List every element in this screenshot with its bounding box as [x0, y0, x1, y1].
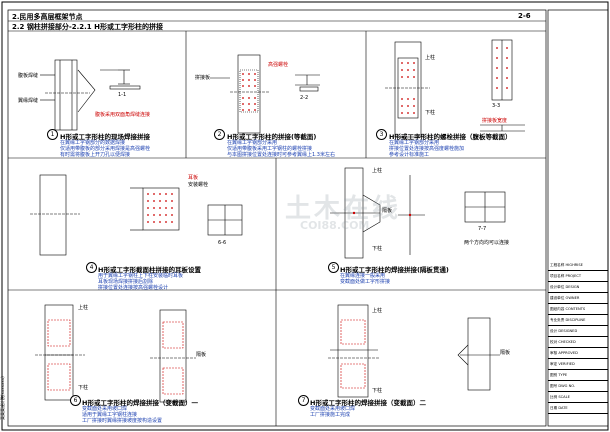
- panel-2-label-2: 拼接板: [195, 75, 211, 81]
- panel-1-label-4: 1-1: [118, 92, 127, 98]
- panel-6-note-3: 工厂拼接时翼缘拼接坡度按构造设置: [82, 418, 163, 424]
- panel-1-label-3: 腹板采用双面角焊缝连接: [95, 112, 151, 118]
- panel-5-label-5: 两个方向均可以连接: [464, 240, 510, 246]
- panel-5-label-4: 7-7: [478, 226, 487, 232]
- panel-1-note-3: 有时需将腹板上开刀孔以便焊接: [60, 152, 131, 158]
- panel-4-note-3: 拼接位置处连接按高强螺栓设计: [98, 285, 169, 291]
- panel-5-number: 5: [328, 262, 339, 273]
- title-block-row: 设计单位 DESIGN: [548, 282, 608, 293]
- title-block-row: 工程名称 HIGHRISE: [548, 260, 608, 271]
- title-block-row: 日期 DATE: [548, 403, 608, 414]
- panel-7-label-3: 隔板: [500, 350, 511, 356]
- panel-4-label-3: 6-6: [218, 240, 227, 246]
- panel-3-label-4: 拼接板宽度: [482, 118, 508, 124]
- panel-1-note-2: 仅适用带腹板的部分采用焊接是高强螺栓: [60, 146, 151, 152]
- title-block-row: 审定 VERIFIED: [548, 359, 608, 370]
- panel-6-label-3: 隔板: [196, 352, 207, 358]
- panel-2-note-1: 在翼缘工字钢部分采用: [227, 140, 278, 146]
- title-block-row: 图号 DWG NO.: [548, 381, 608, 392]
- panel-1-label-1: 腹板焊缝: [18, 73, 39, 79]
- panel-3-label-1: 上柱: [425, 55, 436, 61]
- panel-5-label-3: 隔板: [382, 208, 393, 214]
- panel-3-number: 3: [376, 129, 387, 140]
- title-block-row: 专业负责 DISCIPLINE: [548, 315, 608, 326]
- panel-3-note-3: 参考设计标准施工: [389, 152, 430, 158]
- panel-6-label-2: 下柱: [78, 385, 89, 391]
- panel-3-label-2: 下柱: [425, 110, 436, 116]
- panel-5-note-2: 变截面处做工字形拼接: [340, 279, 391, 285]
- panel-1-number: 1: [47, 129, 58, 140]
- title-block-row: 建设单位 OWNER: [548, 293, 608, 304]
- panel-2-drawing: [210, 54, 320, 134]
- panel-1-drawing: [40, 59, 141, 131]
- panel-7-note-2: 工厂拼接施工完成: [310, 412, 351, 418]
- panel-2-note-2: 仅适用带腹板采用工字钢柱的螺栓拼接: [227, 146, 313, 152]
- section-subtitle: 2.2 钢柱拼接部分-2.2.1 H形或工字形柱的拼接: [12, 23, 163, 31]
- watermark-en: COI88.COM: [300, 219, 370, 232]
- title-block-row: 比例 SCALE: [548, 392, 608, 403]
- sheet-number: 2-6: [518, 12, 531, 20]
- panel-1-note-1: 在翼缘工字钢部分的数据焊接: [60, 140, 126, 146]
- panel-4-number: 4: [86, 262, 97, 273]
- panel-4-note-1: 用于翼缘工字钢柱上下柱安装临时耳板: [98, 273, 184, 279]
- title-block-row: 图别 TYPE: [548, 370, 608, 381]
- title-block-row: 设计 DESIGNED: [548, 326, 608, 337]
- panel-6-note-1: 变截面处采用坡口焊: [82, 406, 128, 412]
- panel-3-note-1: 在翼缘工字钢部分采用: [389, 140, 440, 146]
- title-block-row: 项目名称 PROJECT: [548, 271, 608, 282]
- panel-3-drawing: [385, 39, 525, 138]
- panel-7-label-1: 上柱: [372, 308, 383, 314]
- panel-4-bolts: [147, 193, 173, 223]
- panel-2-label-3: 2-2: [300, 95, 309, 101]
- panel-4-caption: H形或工字形截面柱拼接的耳板设置: [98, 266, 201, 274]
- panel-6-label-1: 上柱: [78, 305, 89, 311]
- title-block-row: 图纸内容 CONTENTS: [548, 304, 608, 315]
- panel-7-note-1: 变截面处采用坡口焊: [310, 406, 356, 412]
- side-text: 某某某设计院(xxxxxxx): [0, 376, 5, 420]
- panel-7-drawing: [328, 304, 500, 398]
- panel-2-bolts: [242, 73, 256, 111]
- panel-3-bolts: [401, 47, 508, 114]
- panel-6-note-2: 适用于翼缘工字钢柱连接: [82, 412, 138, 418]
- page-title: 2.民用多高层框架节点: [12, 13, 83, 21]
- panel-4-drawing: [30, 174, 243, 256]
- panel-2-caption: H形或工字形柱的拼接(等截面): [227, 133, 317, 141]
- panel-5-note-1: 在翼缘连接一般采用: [340, 273, 386, 279]
- title-block-row: 审核 APPROVED: [548, 348, 608, 359]
- panel-3-label-3: 3-3: [492, 103, 501, 109]
- panel-7-number: 7: [298, 395, 309, 406]
- panel-7-label-2: 下柱: [372, 388, 383, 394]
- panel-2-note-3: 与本图拼接位置处连接时可参考翼缘上1.3米左右: [227, 152, 335, 158]
- panel-5-label-2: 下柱: [372, 246, 383, 252]
- panel-6-number: 6: [70, 395, 81, 406]
- panel-1-caption: H形或工字形柱的现场焊接拼接: [60, 133, 150, 141]
- panel-1-label-2: 翼缘焊缝: [18, 98, 39, 104]
- panel-3-note-2: 拼接位置处连接按高强度螺栓施加: [389, 146, 465, 152]
- panel-6-caption: H形或工字形柱的焊接拼接（变截面）一: [82, 399, 198, 407]
- panel-5-label-1: 上柱: [372, 168, 383, 174]
- watermark-cn: 土木在线: [285, 194, 402, 224]
- panel-6-drawing: [35, 304, 196, 403]
- panel-3-caption: H形或工字形柱的螺栓拼接（腹板等截面）: [389, 133, 512, 141]
- panel-4-label-1: 耳板: [188, 175, 199, 181]
- panel-5-caption: H形或工字形柱的焊接拼接(隔板贯通): [340, 266, 449, 274]
- panel-2-label-1: 高强螺栓: [268, 62, 289, 68]
- panel-4-note-2: 耳板现场焊接拼接后割除: [98, 279, 154, 285]
- title-block-row: 校对 CHECKED: [548, 337, 608, 348]
- panel-4-label-2: 安装螺栓: [188, 182, 209, 188]
- panel-2-number: 2: [214, 129, 225, 140]
- panel-7-caption: H形或工字形柱的焊接拼接（变截面）二: [310, 399, 426, 407]
- panel-5-marks: [352, 211, 412, 217]
